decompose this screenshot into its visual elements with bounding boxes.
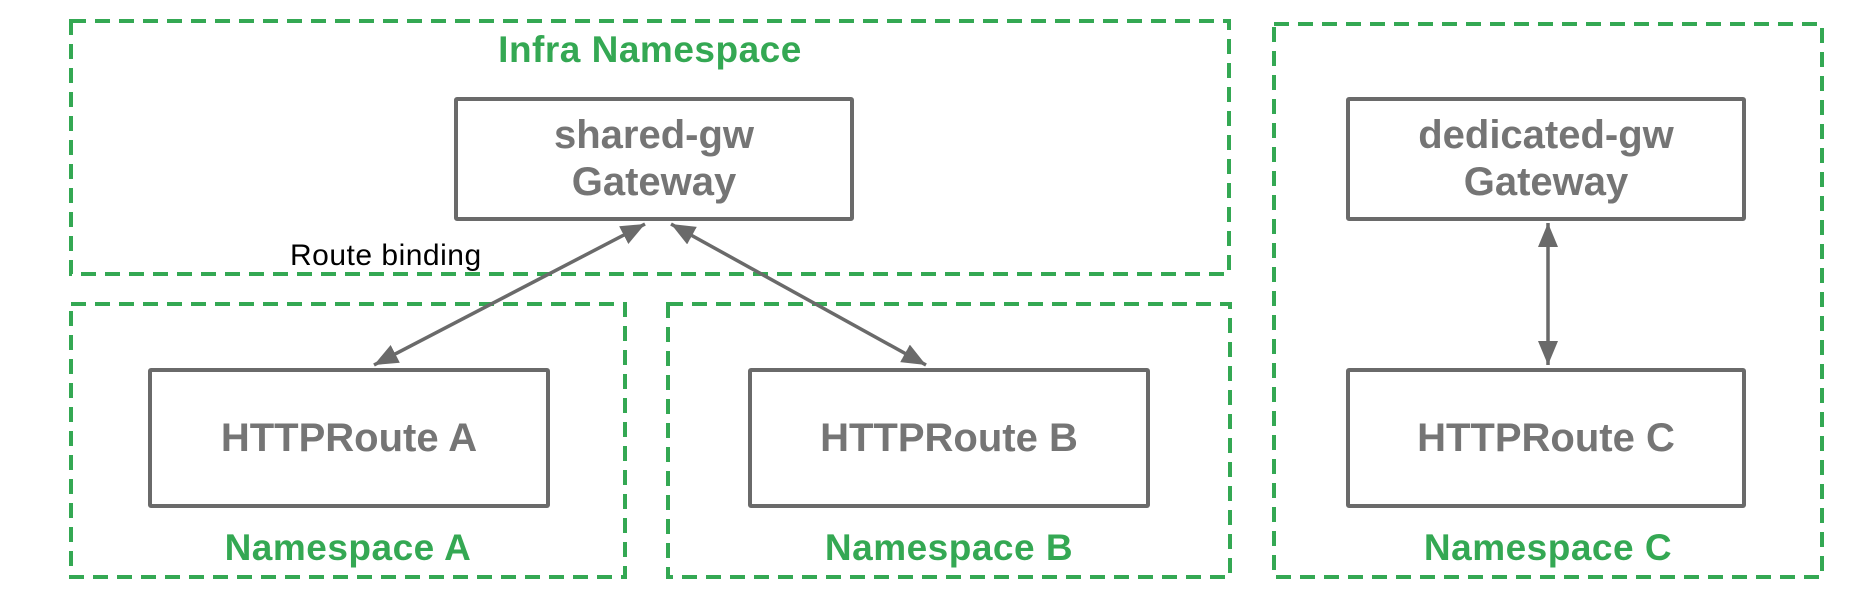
- httproute-b-name: HTTPRoute B: [820, 415, 1078, 460]
- namespace-c-title: Namespace C: [1423, 527, 1673, 568]
- infra-namespace-title: Infra Namespace: [498, 29, 802, 70]
- route-binding-arrow-b: [670, 222, 927, 367]
- httproute-c-name: HTTPRoute C: [1417, 415, 1675, 460]
- infra-namespace-border: [69, 19, 1231, 276]
- httproute-b-node: HTTPRoute B: [748, 368, 1150, 508]
- namespace-a-title: Namespace A: [224, 527, 472, 568]
- httproute-a-name: HTTPRoute A: [220, 415, 478, 460]
- httproute-a-node: HTTPRoute A: [148, 368, 550, 508]
- shared-gw-kind: Gateway: [571, 160, 737, 204]
- dedicated-gw-gateway-node: dedicated-gw Gateway: [1346, 97, 1746, 221]
- httproute-c-node: HTTPRoute C: [1346, 368, 1746, 508]
- route-binding-arrow-a: [373, 222, 646, 367]
- dedicated-gw-name: dedicated-gw: [1418, 113, 1674, 157]
- shared-gw-name: shared-gw: [553, 113, 755, 157]
- namespace-a-border: [69, 302, 627, 579]
- namespace-c-border: [1272, 22, 1824, 579]
- dedicated-gw-kind: Gateway: [1463, 160, 1629, 204]
- shared-gw-gateway-node: shared-gw Gateway: [454, 97, 854, 221]
- route-binding-label: Route binding: [290, 239, 482, 272]
- namespace-b-border: [666, 302, 1232, 579]
- namespace-b-title: Namespace B: [824, 527, 1074, 568]
